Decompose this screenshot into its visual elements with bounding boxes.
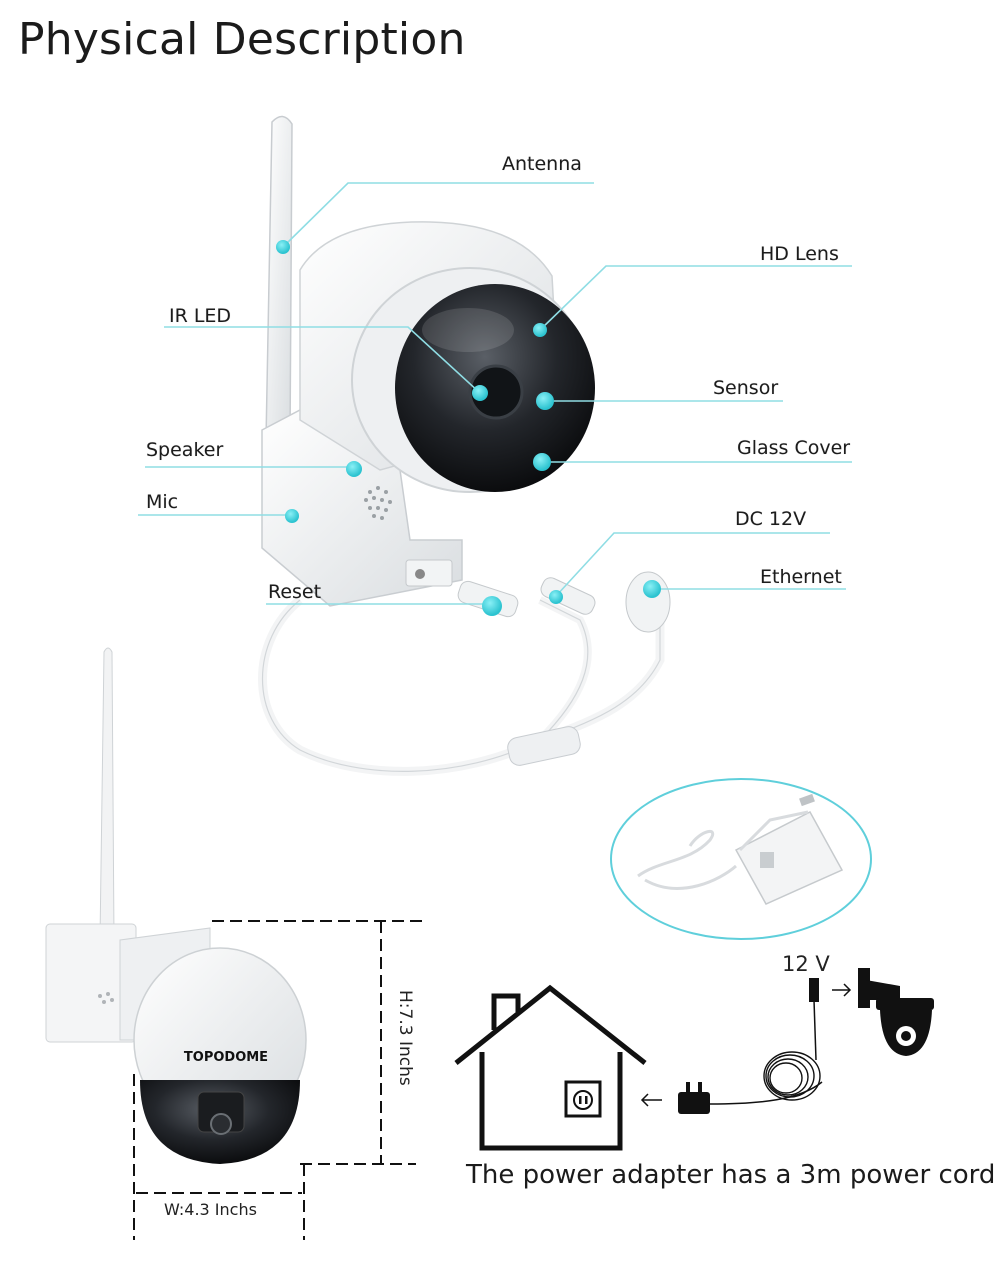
dc12v-label: DC 12V [735, 508, 807, 530]
adapter-illustration [637, 793, 844, 905]
speaker-dot [346, 461, 362, 477]
dc-plug-icon [809, 978, 819, 1002]
dc-dot [549, 590, 563, 604]
antenna-label: Antenna [502, 153, 582, 175]
glass-highlight [422, 308, 514, 352]
power-cord-caption: The power adapter has a 3m power cord [466, 1160, 995, 1190]
lens-ring [468, 364, 524, 420]
dimension-lines [133, 920, 422, 1240]
height-dimension-label: H:7.3 Inchs [395, 990, 415, 1086]
plug-adapter-icon [678, 1082, 710, 1114]
reset-label: Reset [268, 581, 322, 603]
adapter-label [760, 852, 774, 868]
power-cord-line [709, 1081, 823, 1105]
outlet-icon [564, 1080, 602, 1118]
arrow-left-icon [640, 1093, 662, 1107]
antenna-line [282, 182, 594, 248]
dc-connector [540, 577, 596, 615]
main-camera-illustration [258, 115, 671, 776]
glass-cover-dot [533, 453, 551, 471]
house-icon [454, 984, 647, 1151]
arrow-right-icon [832, 983, 852, 997]
speaker-grille [364, 486, 392, 520]
reset-dot [482, 596, 502, 616]
ethernet-label: Ethernet [760, 566, 842, 588]
speaker-label: Speaker [146, 439, 224, 461]
hd-lens-line [539, 265, 852, 331]
mic-dot [285, 509, 299, 523]
ir-led-line [164, 326, 481, 394]
dome-camera-icon [858, 968, 934, 1056]
cable-outline [262, 599, 541, 772]
glass-cover-label: Glass Cover [737, 437, 851, 459]
width-dimension-label: W:4.3 Inchs [164, 1200, 257, 1219]
voltage-label: 12 V [782, 952, 830, 976]
cord-coil [763, 1051, 821, 1101]
mic-label: Mic [146, 491, 179, 513]
mount-screw [415, 569, 425, 579]
hd-lens-label: HD Lens [760, 243, 839, 265]
hd-lens-dot [533, 323, 547, 337]
small-camera-brand: TOPODOME [184, 1050, 268, 1065]
cable-junction [507, 726, 581, 766]
callout-lines [138, 182, 852, 605]
sensor-dot [536, 392, 554, 410]
page-title: Physical Description [18, 14, 466, 65]
dc-line [555, 532, 830, 597]
antenna-dot [276, 240, 290, 254]
ethernet-dot [643, 580, 661, 598]
callout-dots [276, 240, 661, 616]
small-camera-illustration [45, 647, 307, 1164]
sensor-label: Sensor [713, 377, 779, 399]
cable-main [258, 596, 543, 776]
ir-led-label: IR LED [169, 305, 232, 327]
mount-plate [405, 559, 453, 587]
antenna-shape [265, 115, 293, 441]
ir-led-dot [472, 385, 488, 401]
